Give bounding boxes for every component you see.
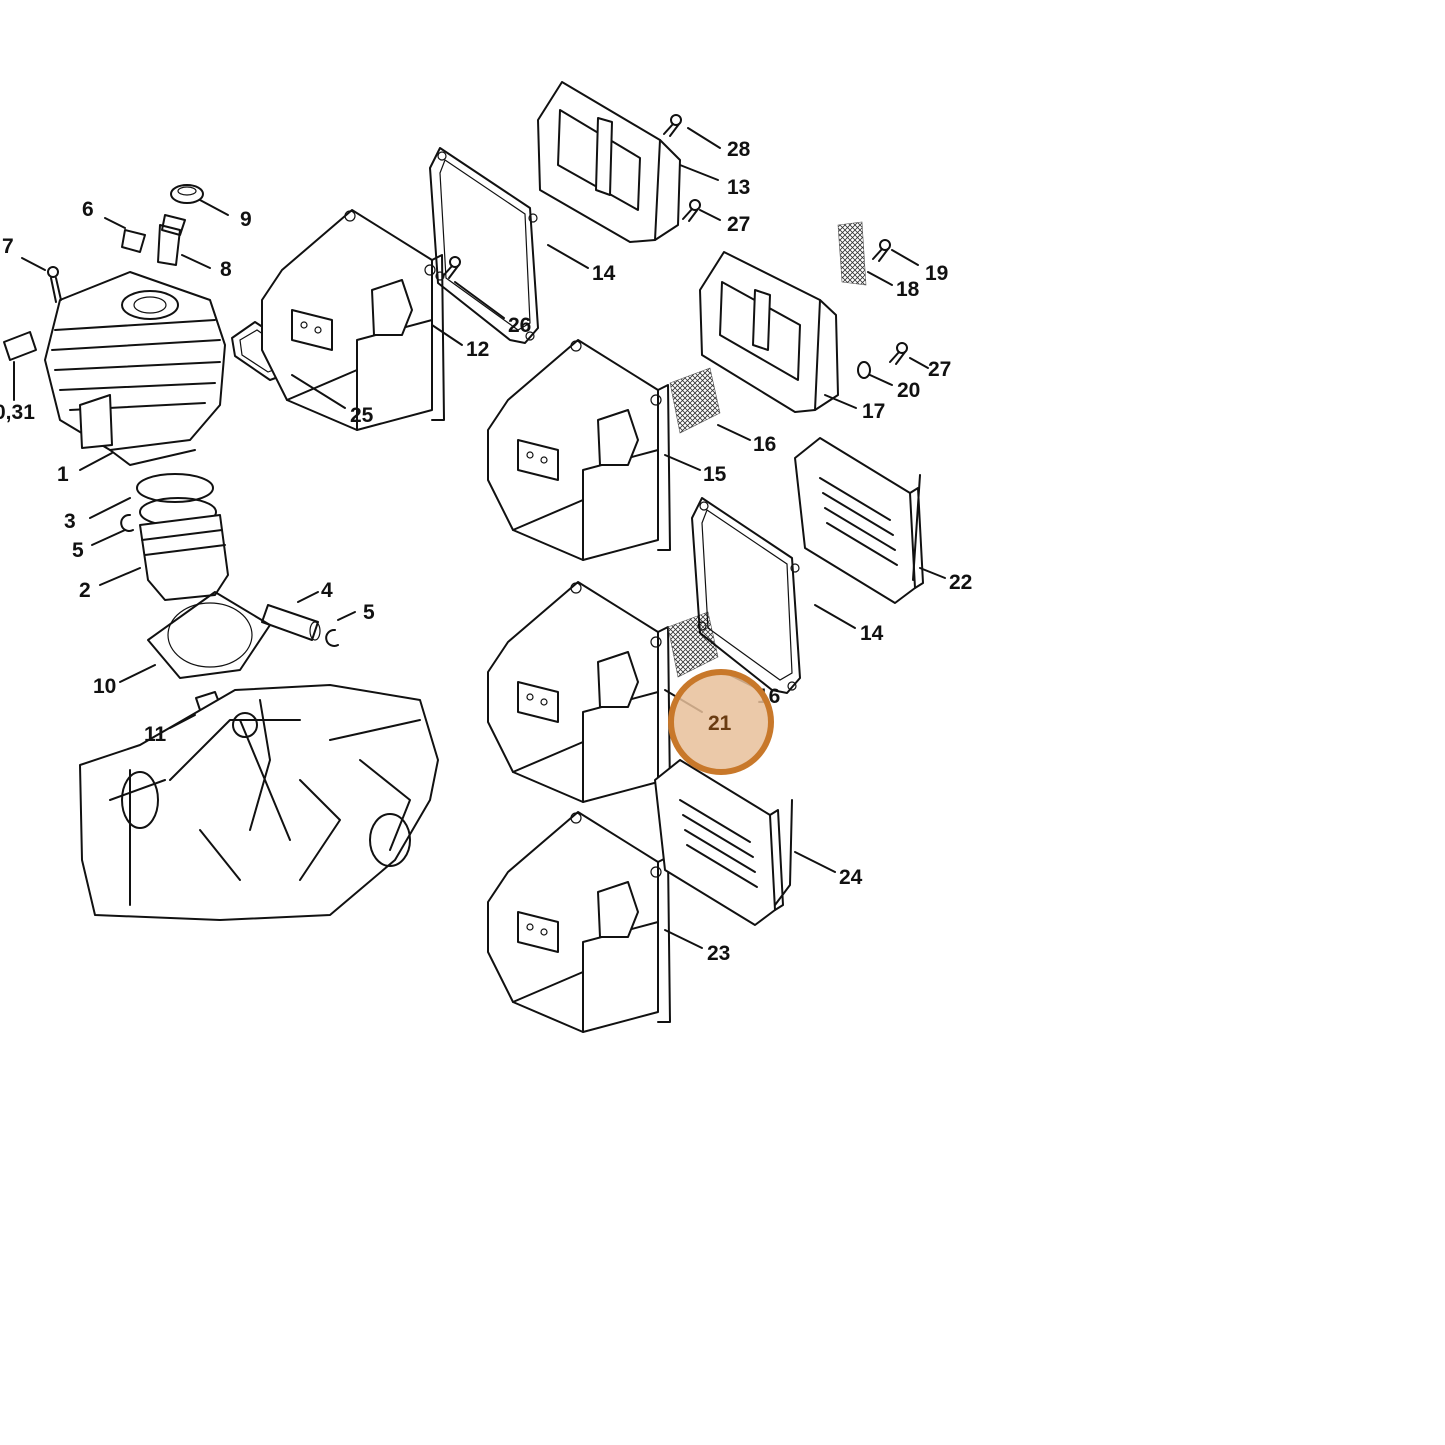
callout-20: 20 <box>897 379 920 402</box>
callout-labels: 28 13 27 14 19 18 9 6 8 7 12 26 27 20 17… <box>0 138 972 965</box>
callout-3: 3 <box>64 510 76 533</box>
callout-8: 8 <box>220 258 232 281</box>
cover-13-part <box>537 81 681 243</box>
callout-9: 9 <box>240 208 252 231</box>
callout-27b: 27 <box>928 358 951 381</box>
callout-0-31: 0,31 <box>0 401 35 424</box>
callout-22: 22 <box>949 571 972 594</box>
screw-28-part <box>663 114 682 137</box>
cylinder-part <box>44 271 226 466</box>
highlight-hotspot-21[interactable]: 21 <box>668 669 774 775</box>
crankcase-part <box>79 684 439 921</box>
callout-23: 23 <box>707 942 730 965</box>
callout-16: 16 <box>753 433 776 456</box>
callout-5b: 5 <box>363 601 375 624</box>
spark-screen-16b-part <box>667 611 719 678</box>
piston-part <box>139 514 229 601</box>
screw-27a-part <box>682 199 701 222</box>
callout-24: 24 <box>839 866 863 889</box>
callout-14: 14 <box>592 262 616 285</box>
shield-24-part <box>654 759 793 926</box>
callout-26: 26 <box>508 314 531 337</box>
washer-20-part <box>857 361 871 379</box>
callout-2: 2 <box>79 579 91 602</box>
callout-6: 6 <box>82 198 94 221</box>
muffler-21-part <box>487 581 671 803</box>
muffler-15-part <box>487 339 671 561</box>
spark-screen-18-part <box>837 221 867 286</box>
callout-5: 5 <box>72 539 84 562</box>
callout-25: 25 <box>350 404 374 427</box>
circlip-part <box>120 513 339 647</box>
base-gasket-part <box>147 591 271 679</box>
callout-12: 12 <box>466 338 489 361</box>
callout-7: 7 <box>2 235 14 258</box>
muffler-12-part <box>261 209 445 431</box>
piston-pin-part <box>261 604 321 641</box>
callout-10: 10 <box>93 675 116 698</box>
screw-27b-part <box>889 342 908 365</box>
screw-19-part <box>872 239 891 262</box>
spark-screen-16a-part <box>669 367 721 434</box>
callout-19: 19 <box>925 262 948 285</box>
callout-1: 1 <box>57 463 69 486</box>
bolt-part <box>47 266 62 303</box>
callout-4: 4 <box>321 579 333 602</box>
shield-22-part <box>794 437 924 604</box>
callout-17: 17 <box>862 400 885 423</box>
cover-17-part <box>699 251 839 413</box>
decomp-valve-part <box>121 229 146 253</box>
callout-18: 18 <box>896 278 920 301</box>
callout-21: 21 <box>708 712 732 735</box>
callout-14b: 14 <box>860 622 884 645</box>
callout-15: 15 <box>703 463 727 486</box>
callout-28: 28 <box>727 138 751 161</box>
callout-11: 11 <box>144 723 167 746</box>
callout-13: 13 <box>727 176 750 199</box>
highlight-circle <box>668 669 774 775</box>
callout-27: 27 <box>727 213 750 236</box>
leader-lines <box>13 127 946 949</box>
gasket-14b-part <box>691 497 801 694</box>
plug-boot-part <box>3 331 37 393</box>
muffler-23-part <box>487 811 671 1033</box>
cap-part <box>170 184 204 204</box>
spark-plug-part <box>157 214 186 266</box>
